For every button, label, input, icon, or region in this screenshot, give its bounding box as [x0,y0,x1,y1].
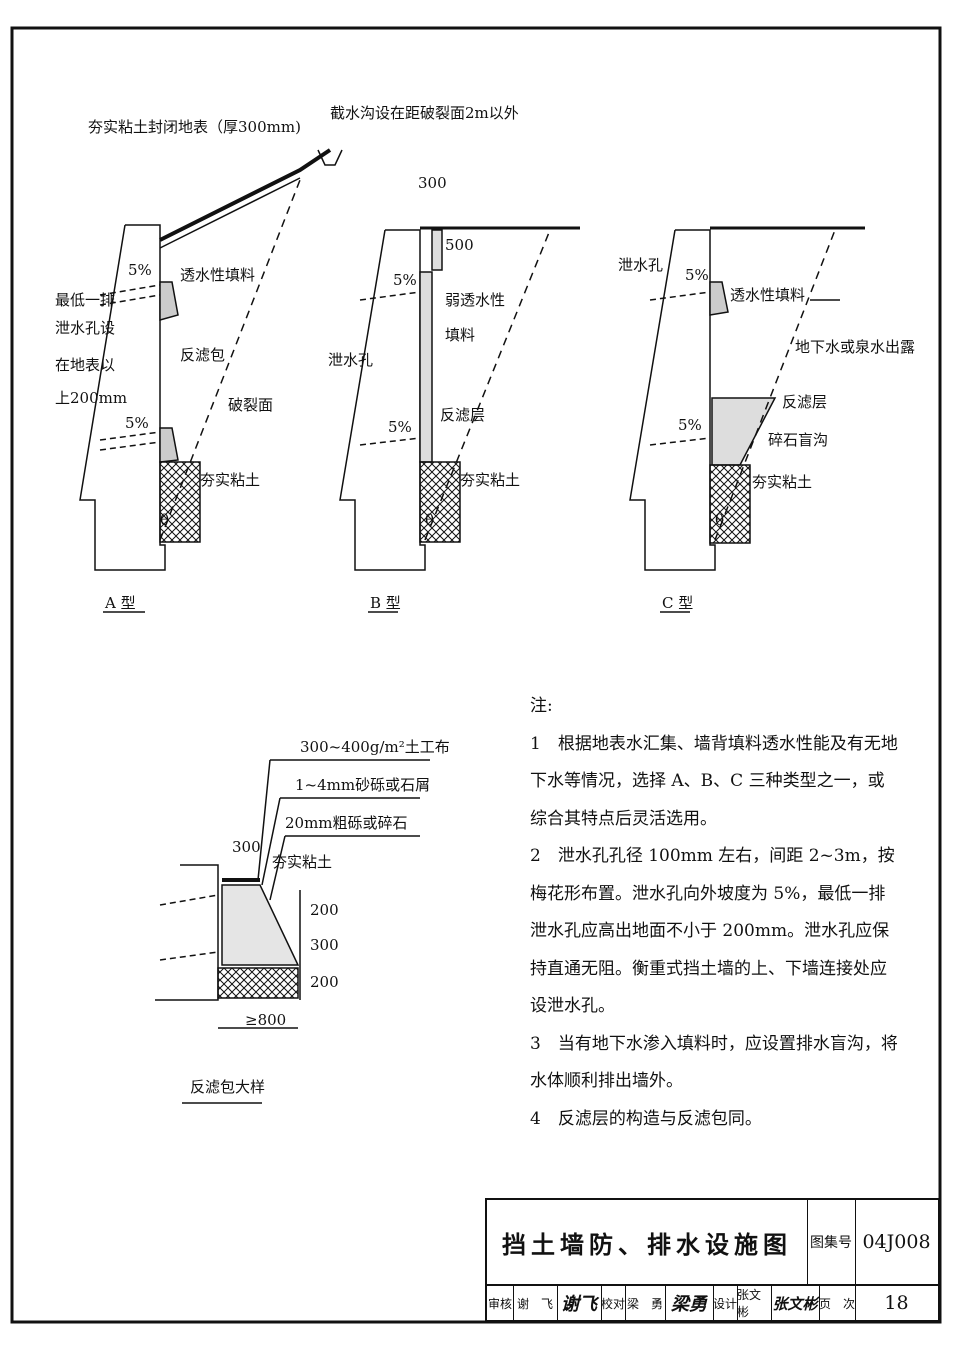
label-type-b: B 型 [370,594,401,612]
check-label: 校对 [601,1284,626,1322]
dim-200: 200 [310,901,339,919]
label-clay: 夯实粘土 [200,471,260,489]
diagram-a [79,148,343,571]
label-detail-title: 反滤包大样 [190,1078,265,1096]
reviewer-name: 谢 飞 [513,1284,558,1322]
label-filter-bag: 反滤包 [180,346,225,364]
label-filter-layer: 反滤层 [440,406,485,424]
note-item: 2 泄水孔孔径 100mm 左右，间距 2~3m，按梅花形布置。泄水孔向外坡度为… [530,846,895,1016]
note-item: 3 当有地下水渗入填料时，应设置排水盲沟，将水体顺利排出墙外。 [530,1033,898,1092]
label-fill: 透水性填料 [180,266,255,284]
label-slope: 5% [678,416,702,434]
review-label: 审核 [487,1284,514,1322]
label-lowest: 泄水孔设 [55,319,115,337]
drawing-title: 挡土墙防、排水设施图 [487,1200,808,1284]
label-lowest: 最低一排 [55,291,115,309]
label-sand: 1~4mm砂砾或石屑 [295,776,430,794]
dim-500: 500 [445,236,474,254]
label-cover: 夯实粘土封闭地表（厚300mm) [88,118,301,136]
diagram-filter-bag-detail [155,759,430,1104]
label-drain: 碎石盲沟 [768,431,828,449]
label-groundwater: 地下水或泉水出露 [795,338,915,356]
atlas-number: 04J008 [862,1231,931,1253]
note-item: 4 反滤层的构造与反滤包同。 [530,1108,762,1129]
label-type-a: A 型 [104,594,136,612]
page-label: 页 次 [819,1284,856,1322]
label-theta: θ [715,511,724,529]
note-item: 1 根据地表水汇集、墙背填料透水性能及有无地下水等情况，选择 A、B、C 三种类… [530,733,898,829]
designer-name: 张文彬 [737,1284,772,1322]
label-lowest: 在地表以 [55,356,115,374]
label-slope: 5% [125,414,149,432]
notes: 注: 1 根据地表水汇集、墙背填料透水性能及有无地下水等情况，选择 A、B、C … [530,688,900,1138]
atlas-label: 图集号 [807,1200,856,1284]
designer-signature: 张文彬 [771,1284,820,1322]
checker-signature: 梁勇 [665,1284,714,1322]
label-type-c: C 型 [662,594,693,612]
label-slope: 5% [685,266,709,284]
label-geotextile: 300~400g/m²土工布 [300,738,450,756]
title-block: 挡土墙防、排水设施图 图集号 04J008 审核 谢 飞 谢飞 校对 梁 勇 梁… [485,1198,940,1322]
label-fill: 透水性填料 [730,286,805,304]
page-number: 18 [884,1292,909,1314]
label-gravel: 20mm粗砾或碎石 [285,814,408,832]
label-slope: 5% [388,418,412,436]
label-weep: 泄水孔 [618,256,663,274]
label-weep: 泄水孔 [328,351,373,369]
dim-800: ≥800 [245,1011,286,1029]
label-failure-plane: 破裂面 [228,396,273,414]
label-theta: θ [160,511,169,529]
label-clay: 夯实粘土 [272,853,332,871]
notes-heading: 注: [530,696,553,716]
checker-name: 梁 勇 [625,1284,666,1322]
label-slope: 5% [393,271,417,289]
design-label: 设计 [713,1284,738,1322]
label-slope: 5% [128,261,152,279]
dim-300: 300 [310,936,339,954]
label-clay: 夯实粘土 [460,471,520,489]
label-lowest: 上200mm [55,389,127,407]
reviewer-signature: 谢飞 [557,1284,602,1322]
label-clay: 夯实粘土 [752,473,812,491]
diagram-b [339,226,580,571]
diagram-c [629,226,865,571]
label-theta: θ [425,511,434,529]
label-fill: 填料 [445,326,475,344]
dim-200: 200 [310,973,339,991]
label-ditch: 截水沟设在距破裂面2m以外 [330,104,519,122]
sheet-border [10,26,942,1324]
label-filter-layer: 反滤层 [782,393,827,411]
label-fill: 弱透水性 [445,291,505,309]
dim-300-top: 300 [232,838,261,856]
dim-300: 300 [418,174,447,192]
